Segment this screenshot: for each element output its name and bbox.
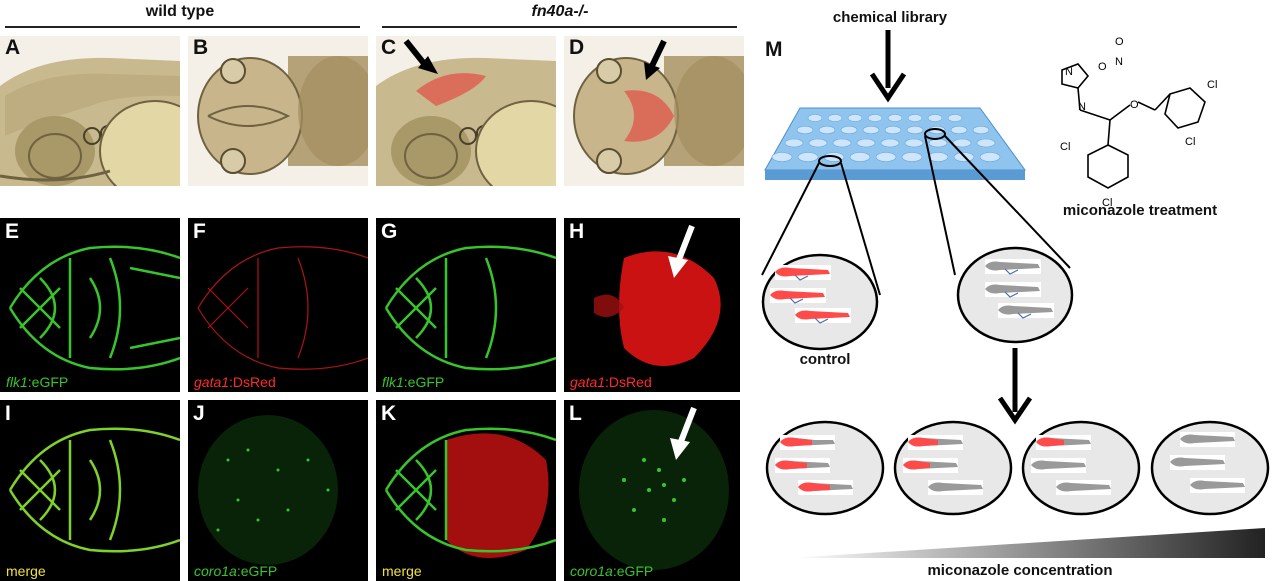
panel-d-dorsal-mutant: D: [564, 36, 744, 186]
atom-nitrate-o1: O: [1098, 61, 1107, 73]
caption-g: flk1:eGFP: [382, 374, 444, 390]
arrow-d: [649, 39, 667, 68]
panel-label-d: D: [569, 36, 585, 59]
treated-dish: [956, 246, 1074, 344]
panel-k-merge-mutant: K merge: [376, 400, 556, 581]
chemical-library-label: chemical library: [832, 9, 948, 26]
caption-g-gene: flk1: [382, 374, 404, 390]
panel-i-merge: I merge: [0, 400, 180, 581]
schematic-m: N N O Cl Cl Cl Cl O N O: [761, 30, 1270, 558]
miconazole-treatment-label: miconazole treatment: [1062, 202, 1218, 219]
panel-j-coro1a: J coro1a:eGFP: [188, 400, 368, 581]
atom-cl-3: Cl: [1060, 141, 1070, 153]
concentration-label: miconazole concentration: [927, 562, 1113, 579]
atom-nitrate-n: N: [1115, 56, 1123, 68]
caption-h: gata1:DsRed: [570, 374, 652, 390]
atom-cl-4: Cl: [1102, 197, 1112, 209]
caption-j-gene: coro1a: [194, 563, 237, 579]
caption-l-reporter: :eGFP: [612, 563, 654, 579]
arrow-c: [403, 39, 429, 68]
header-mutant: fn40a-/-: [531, 3, 589, 20]
dose-dish-2: [893, 420, 1013, 516]
library-arrow: [869, 30, 907, 103]
panel-label-g: G: [381, 220, 398, 243]
caption-l-gene: coro1a: [570, 563, 613, 579]
dose-arrow: [997, 348, 1033, 425]
vessels-image-g: [384, 245, 556, 371]
caption-f-reporter: :DsRed: [229, 374, 276, 390]
caption-j: coro1a:eGFP: [194, 563, 277, 579]
lateral-embryo-image: [0, 36, 180, 186]
panel-label-b: B: [193, 36, 209, 59]
control-label: control: [799, 351, 851, 368]
panel-h-gata1-mutant: H gata1:DsRed: [564, 218, 740, 392]
dorsal-embryo-image: [188, 36, 368, 186]
atom-n-plus: N: [1065, 66, 1073, 78]
header-rule-wild-type: [5, 26, 360, 28]
lateral-mutant-image: [376, 36, 556, 186]
panel-label-m: M: [765, 38, 783, 61]
zoom-lines: [761, 135, 1071, 296]
panel-label-a: A: [5, 36, 21, 59]
panel-f-gata1: F gata1:DsRed: [188, 218, 368, 392]
caption-k: merge: [382, 563, 422, 579]
caption-i: merge: [6, 563, 46, 579]
merge-image-k: [384, 427, 556, 558]
caption-l: coro1a:eGFP: [570, 563, 653, 579]
arrow-l: [677, 406, 697, 446]
atom-n: N: [1078, 101, 1086, 113]
caption-f: gata1:DsRed: [194, 374, 276, 390]
atom-nitrate-o2: O: [1115, 36, 1124, 48]
header-rule-mutant: [382, 26, 737, 28]
fish-group-control: [770, 265, 851, 324]
atom-cl-1: Cl: [1207, 79, 1217, 91]
header-wild-type: wild type: [145, 3, 215, 20]
control-dish: [761, 253, 879, 351]
miconazole-structure: [1061, 63, 1206, 189]
panel-l-coro1a-mutant: L coro1a:eGFP: [564, 400, 740, 581]
caption-h-reporter: :DsRed: [605, 374, 652, 390]
panel-label-k: K: [381, 402, 397, 425]
caption-e-gene: flk1: [6, 374, 28, 390]
caption-e: flk1:eGFP: [6, 374, 68, 390]
panel-c-lateral-mutant: C: [376, 36, 556, 186]
vessels-image-e: [8, 245, 180, 371]
concentration-gradient: [790, 528, 1265, 558]
panel-a-lateral-embryo: A: [0, 36, 180, 186]
caption-g-reporter: :eGFP: [403, 374, 445, 390]
well-plate: [764, 107, 1026, 180]
caption-j-reporter: :eGFP: [236, 563, 278, 579]
caption-f-gene: gata1: [194, 374, 230, 390]
dose-dish-4: [1150, 420, 1270, 516]
red-cells-image-f: [197, 246, 368, 370]
macrophage-image-l: [579, 406, 729, 570]
panel-g-flk1-mutant: G flk1:eGFP: [376, 218, 556, 392]
atom-o: O: [1130, 99, 1139, 111]
arrow-h: [675, 224, 695, 264]
merge-image-i: [8, 427, 180, 553]
atom-cl-2: Cl: [1185, 136, 1195, 148]
panel-label-l: L: [569, 402, 582, 425]
dorsal-mutant-image: [564, 36, 744, 186]
panel-label-e: E: [5, 220, 20, 243]
caption-e-reporter: :eGFP: [27, 374, 69, 390]
caption-h-gene: gata1: [570, 374, 606, 390]
red-cells-image-h: [594, 224, 721, 366]
dose-dish-1: [765, 420, 885, 516]
panel-label-i: I: [5, 402, 11, 425]
panel-e-flk1: E flk1:eGFP: [0, 218, 180, 392]
macrophage-image-j: [198, 415, 338, 565]
panel-b-dorsal-embryo: B: [188, 36, 368, 186]
panel-label-j: J: [193, 402, 205, 425]
panel-label-c: C: [381, 36, 397, 59]
panel-label-f: F: [193, 220, 206, 243]
dose-dish-3: [1021, 420, 1141, 516]
panel-label-h: H: [569, 220, 585, 243]
